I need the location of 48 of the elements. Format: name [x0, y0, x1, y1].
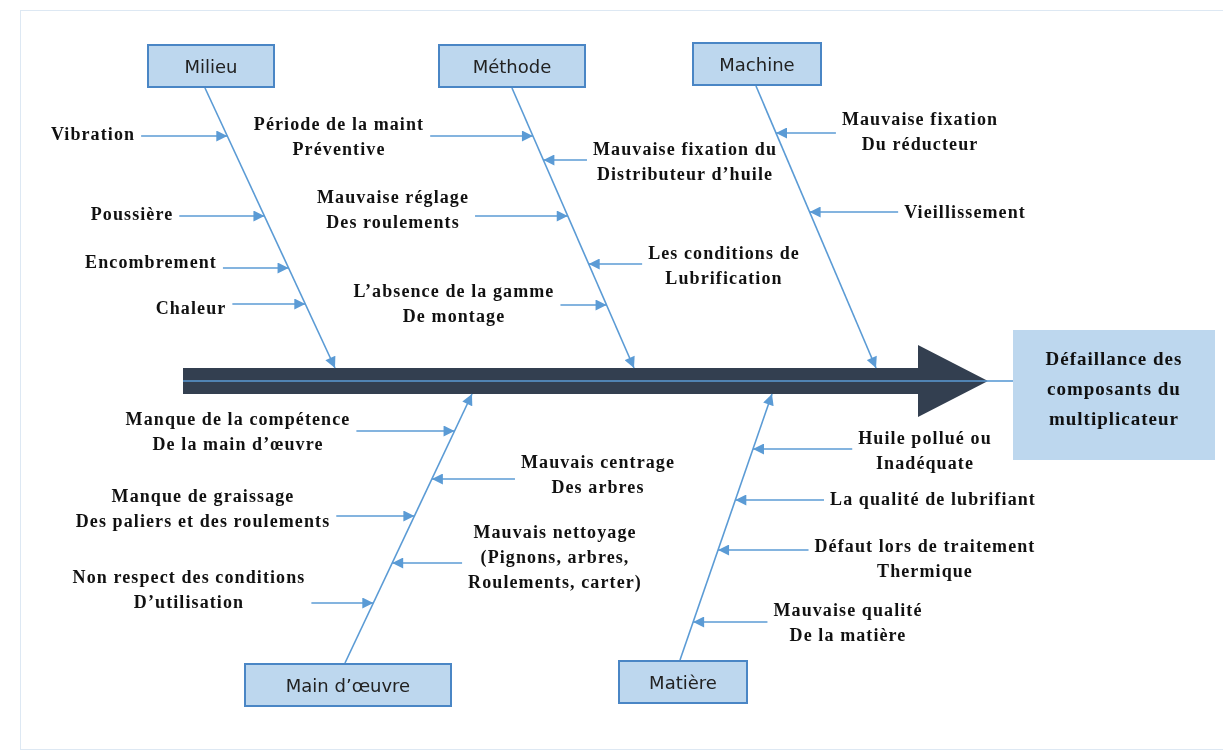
cause-text: Manque de la compétence De la main d’œuvre	[125, 407, 351, 457]
cause-text: Mauvais centrage Des arbres	[520, 450, 676, 500]
cause-arrow	[559, 299, 608, 311]
category-box: Milieu	[147, 44, 275, 88]
cause-arrow	[310, 597, 375, 609]
cause-text: Chaleur	[155, 296, 227, 321]
cause-arrow	[587, 258, 643, 270]
cause-text: L’absence de la gamme De montage	[353, 279, 555, 329]
cause-arrow	[775, 127, 837, 139]
category-box: Méthode	[438, 44, 586, 88]
cause-arrow	[355, 425, 456, 437]
category-box: Matière	[618, 660, 748, 704]
category-box: Main d’œuvre	[244, 663, 452, 707]
cause-arrow	[391, 557, 463, 569]
cause-text: Les conditions de Lubrification	[648, 241, 800, 291]
cause-arrow	[178, 210, 266, 222]
cause-text: Manque de graissage Des paliers et des roulements	[75, 484, 331, 534]
cause-text: Mauvaise fixation Du réducteur	[841, 107, 999, 157]
cause-arrow	[222, 262, 290, 274]
cause-text: Période de la maint Préventive	[253, 112, 425, 162]
cause-arrow	[431, 473, 516, 485]
cause-arrow	[474, 210, 569, 222]
cause-text: Huile pollué ou Inadéquate	[858, 426, 992, 476]
cause-arrow	[808, 206, 899, 218]
cause-arrow	[752, 443, 854, 455]
cause-text: Poussière	[90, 202, 174, 227]
cause-text: Non respect des conditions D’utilisation	[72, 565, 306, 615]
cause-arrow	[429, 130, 534, 142]
cause-text: Vieillissement	[904, 200, 1026, 225]
cause-text: Encombrement	[85, 250, 217, 275]
cause-text: Mauvaise fixation du Distributeur d’huile	[593, 137, 777, 187]
cause-text: Mauvais nettoyage (Pignons, arbres, Roulements, carter)	[468, 520, 642, 595]
category-box: Machine	[692, 42, 822, 86]
cause-arrow	[692, 616, 769, 628]
bone-arrow	[679, 393, 774, 661]
cause-arrow	[231, 298, 307, 310]
cause-arrow	[734, 494, 825, 506]
connector-line	[987, 380, 1014, 382]
cause-text: Mauvaise qualité De la matière	[773, 598, 923, 648]
cause-text: La qualité de lubrifiant	[830, 487, 1036, 512]
cause-arrow	[717, 544, 810, 556]
cause-arrow	[335, 510, 416, 522]
cause-arrow	[140, 130, 229, 142]
cause-text: Défaut lors de traitement Thermique	[814, 534, 1036, 584]
effect-box: Défaillance des composants du multiplicateur	[1013, 330, 1215, 460]
cause-text: Mauvaise réglage Des roulements	[316, 185, 470, 235]
cause-arrow	[542, 154, 588, 166]
cause-text: Vibration	[50, 122, 136, 147]
